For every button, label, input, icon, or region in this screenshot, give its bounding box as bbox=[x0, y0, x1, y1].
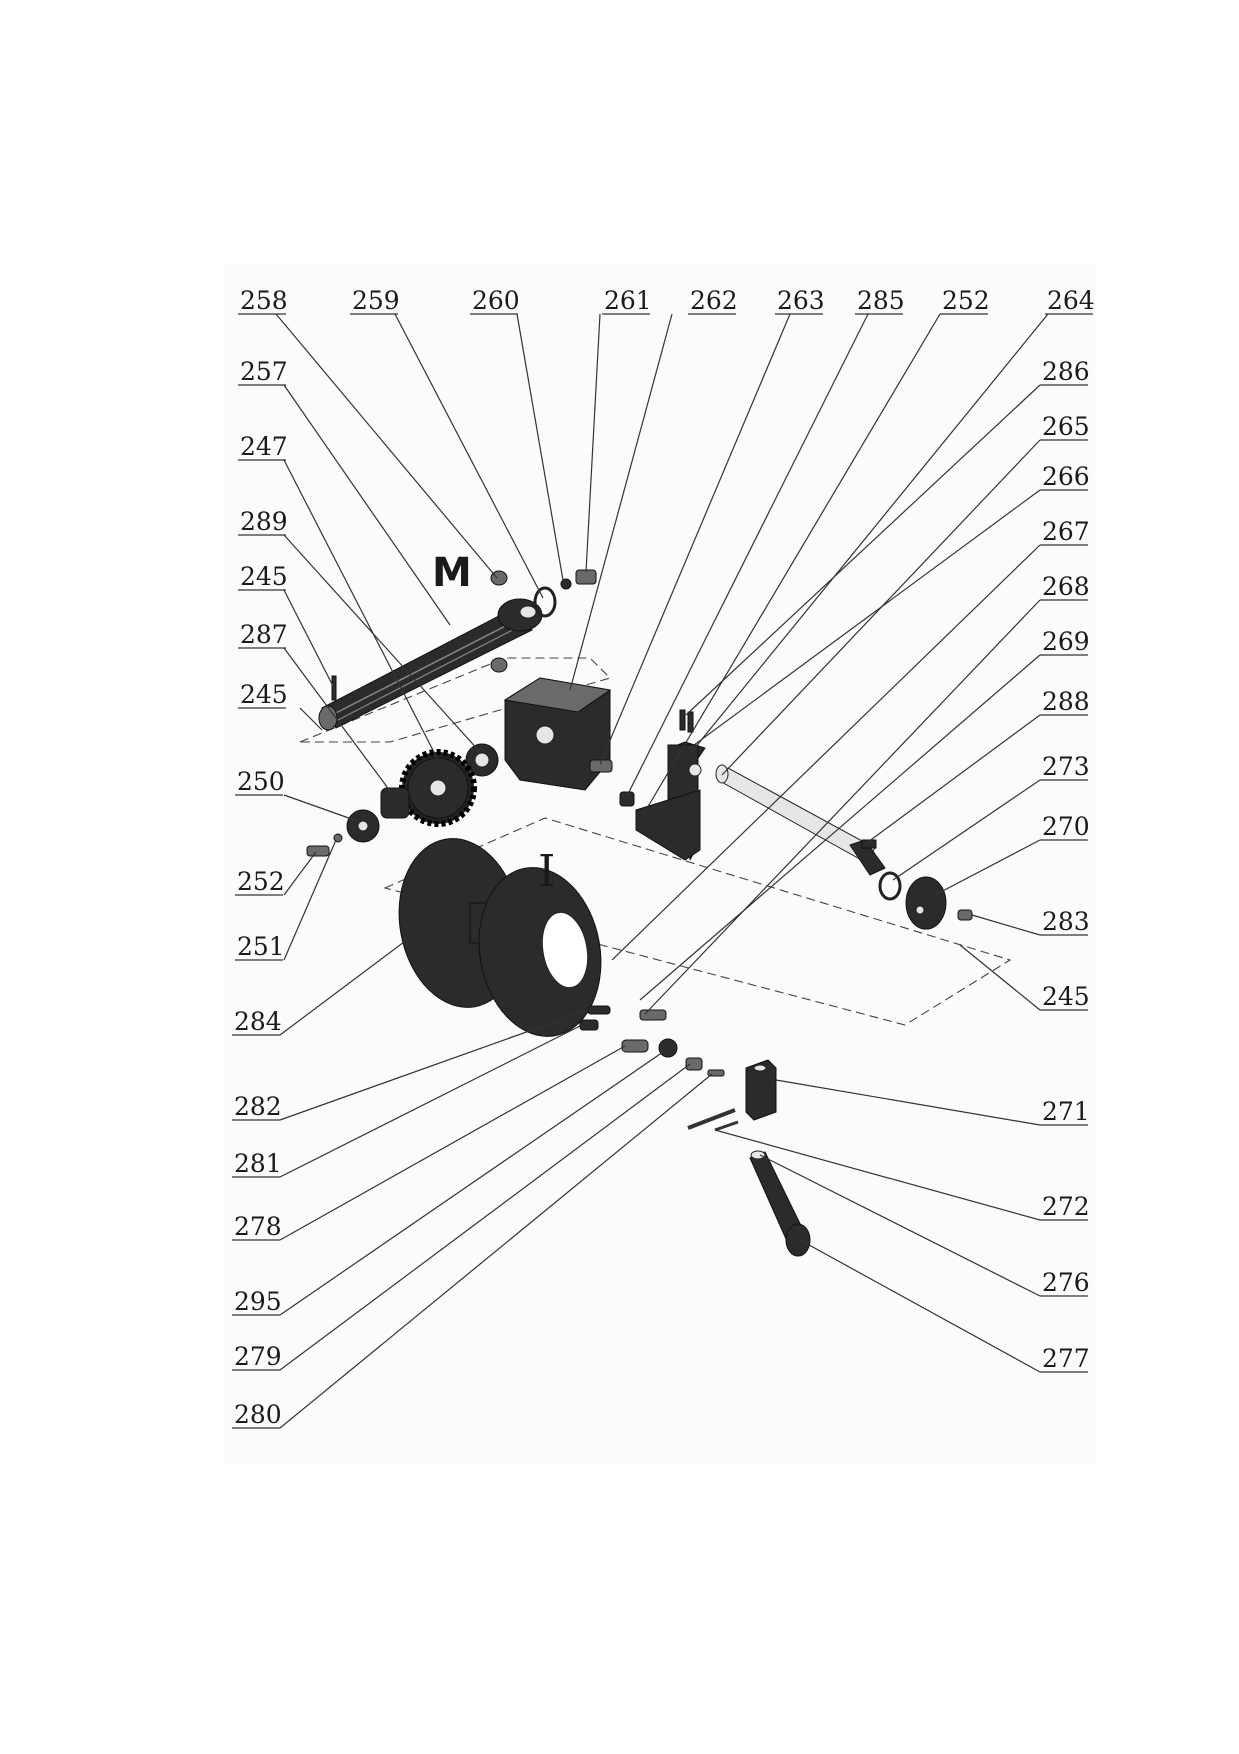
callout-266: 266 bbox=[1042, 462, 1090, 491]
callout-282: 282 bbox=[234, 1092, 282, 1121]
callout-279: 279 bbox=[234, 1342, 282, 1371]
callout-252-top: 252 bbox=[942, 286, 990, 315]
part-sleeve-287 bbox=[380, 787, 410, 819]
part-pins-278-282 bbox=[579, 1005, 667, 1053]
callout-263: 263 bbox=[777, 286, 825, 315]
part-bushing-285 bbox=[619, 791, 635, 807]
callout-289: 289 bbox=[240, 507, 288, 536]
group-m-outline bbox=[299, 657, 612, 743]
part-gear-250 bbox=[346, 809, 380, 843]
callout-245-right: 245 bbox=[1042, 982, 1090, 1011]
part-shaft-257 bbox=[318, 598, 543, 731]
part-oring-273 bbox=[878, 871, 902, 901]
part-plug-261 bbox=[575, 569, 597, 585]
callout-278: 278 bbox=[234, 1212, 282, 1241]
callout-262: 262 bbox=[690, 286, 738, 315]
part-screw-258 bbox=[490, 570, 508, 673]
callout-270: 270 bbox=[1042, 812, 1090, 841]
part-handwheel-284 bbox=[398, 838, 602, 1037]
callout-284: 284 bbox=[234, 1007, 282, 1036]
callout-276: 276 bbox=[1042, 1268, 1090, 1297]
callout-257: 257 bbox=[240, 357, 288, 386]
callout-252-left: 252 bbox=[237, 867, 285, 896]
leader-lines bbox=[275, 313, 1049, 1429]
callout-269: 269 bbox=[1042, 627, 1090, 656]
callout-labels: 258 259 260 261 262 263 285 252 264 257 … bbox=[234, 286, 1095, 1429]
part-collar-270 bbox=[905, 876, 947, 930]
part-washer-295 bbox=[658, 1038, 678, 1058]
part-gear-247 bbox=[399, 749, 477, 827]
callout-260: 260 bbox=[472, 286, 520, 315]
part-bracket-264 bbox=[635, 741, 706, 861]
callout-277: 277 bbox=[1042, 1344, 1090, 1373]
part-key-288 bbox=[861, 839, 877, 849]
callout-271: 271 bbox=[1042, 1097, 1090, 1126]
callout-259: 259 bbox=[352, 286, 400, 315]
part-pin-272 bbox=[687, 1108, 739, 1132]
part-handle-277 bbox=[749, 1150, 811, 1257]
callout-267: 267 bbox=[1042, 517, 1090, 546]
callout-286: 286 bbox=[1042, 357, 1090, 386]
callout-265: 265 bbox=[1042, 412, 1090, 441]
part-block-271 bbox=[745, 1059, 777, 1121]
group-label-m: M bbox=[432, 550, 472, 596]
callout-251: 251 bbox=[237, 932, 285, 961]
diagram-area bbox=[225, 265, 1095, 1465]
part-bolt-286 bbox=[679, 709, 694, 733]
part-washer-289 bbox=[465, 743, 499, 777]
label-underlines bbox=[232, 313, 1093, 1429]
callout-283: 283 bbox=[1042, 907, 1090, 936]
callout-250: 250 bbox=[237, 767, 285, 796]
callout-245-lower: 245 bbox=[240, 680, 288, 709]
group-label-i: I bbox=[538, 846, 555, 897]
callout-261: 261 bbox=[604, 286, 652, 315]
callout-272: 272 bbox=[1042, 1192, 1090, 1221]
callout-245-upper: 245 bbox=[240, 562, 288, 591]
part-oring-259 bbox=[533, 586, 557, 618]
callout-285: 285 bbox=[857, 286, 905, 315]
callout-281: 281 bbox=[234, 1149, 282, 1178]
callout-287: 287 bbox=[240, 620, 288, 649]
part-screw-283 bbox=[957, 909, 973, 921]
part-nut-279 bbox=[685, 1057, 703, 1071]
group-i-outline bbox=[383, 817, 1012, 1026]
callout-247: 247 bbox=[240, 432, 288, 461]
part-screw-252b bbox=[306, 845, 330, 857]
callout-264: 264 bbox=[1047, 286, 1095, 315]
callout-268: 268 bbox=[1042, 572, 1090, 601]
part-bushing-263 bbox=[589, 759, 613, 773]
part-housing-262 bbox=[503, 677, 612, 791]
callout-273: 273 bbox=[1042, 752, 1090, 781]
callout-280: 280 bbox=[234, 1400, 282, 1429]
callout-258: 258 bbox=[240, 286, 288, 315]
callout-288: 288 bbox=[1042, 687, 1090, 716]
callout-295: 295 bbox=[234, 1287, 282, 1316]
